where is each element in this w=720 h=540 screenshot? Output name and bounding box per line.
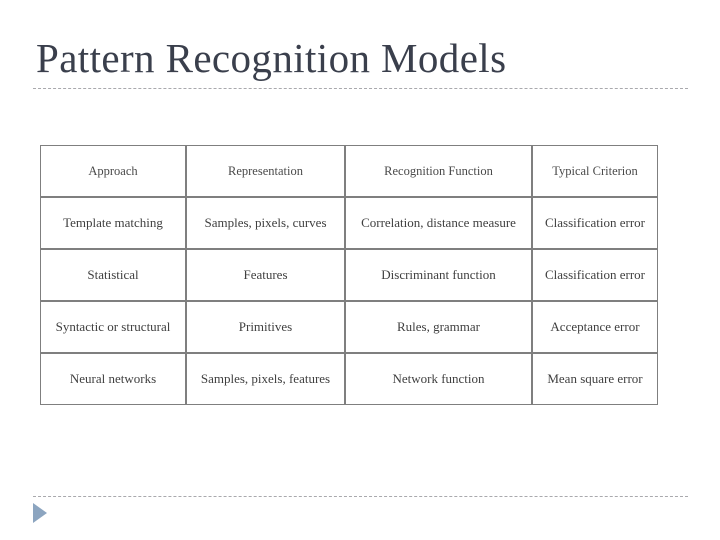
table-cell-typical-criterion: Classification error <box>532 197 658 249</box>
table-cell-representation: Samples, pixels, features <box>186 353 345 405</box>
table-cell-approach: Statistical <box>40 249 186 301</box>
footer-divider <box>33 496 688 497</box>
table-header-cell-approach: Approach <box>40 145 186 197</box>
table-cell-approach: Neural networks <box>40 353 186 405</box>
table-cell-representation: Features <box>186 249 345 301</box>
table-row: Neural networks Samples, pixels, feature… <box>40 353 658 405</box>
table-cell-recognition-function: Network function <box>345 353 532 405</box>
table-header-cell-recognition-function: Recognition Function <box>345 145 532 197</box>
table-cell-representation: Samples, pixels, curves <box>186 197 345 249</box>
table-header-row: Approach Representation Recognition Func… <box>40 145 658 197</box>
table-row: Template matching Samples, pixels, curve… <box>40 197 658 249</box>
table-cell-recognition-function: Correlation, distance measure <box>345 197 532 249</box>
table-cell-typical-criterion: Classification error <box>532 249 658 301</box>
table-cell-approach: Syntactic or structural <box>40 301 186 353</box>
table-cell-recognition-function: Discriminant function <box>345 249 532 301</box>
play-triangle-icon[interactable] <box>33 503 47 523</box>
pattern-recognition-table-container: Approach Representation Recognition Func… <box>40 145 658 405</box>
table-cell-recognition-function: Rules, grammar <box>345 301 532 353</box>
table-cell-approach: Template matching <box>40 197 186 249</box>
table-row: Syntactic or structural Primitives Rules… <box>40 301 658 353</box>
page-title: Pattern Recognition Models <box>36 35 507 81</box>
table-cell-typical-criterion: Mean square error <box>532 353 658 405</box>
table-header-cell-representation: Representation <box>186 145 345 197</box>
table-row: Statistical Features Discriminant functi… <box>40 249 658 301</box>
table-cell-representation: Primitives <box>186 301 345 353</box>
table-cell-typical-criterion: Acceptance error <box>532 301 658 353</box>
title-divider-top <box>33 88 688 89</box>
pattern-recognition-table: Approach Representation Recognition Func… <box>40 145 658 405</box>
table-header-cell-typical-criterion: Typical Criterion <box>532 145 658 197</box>
